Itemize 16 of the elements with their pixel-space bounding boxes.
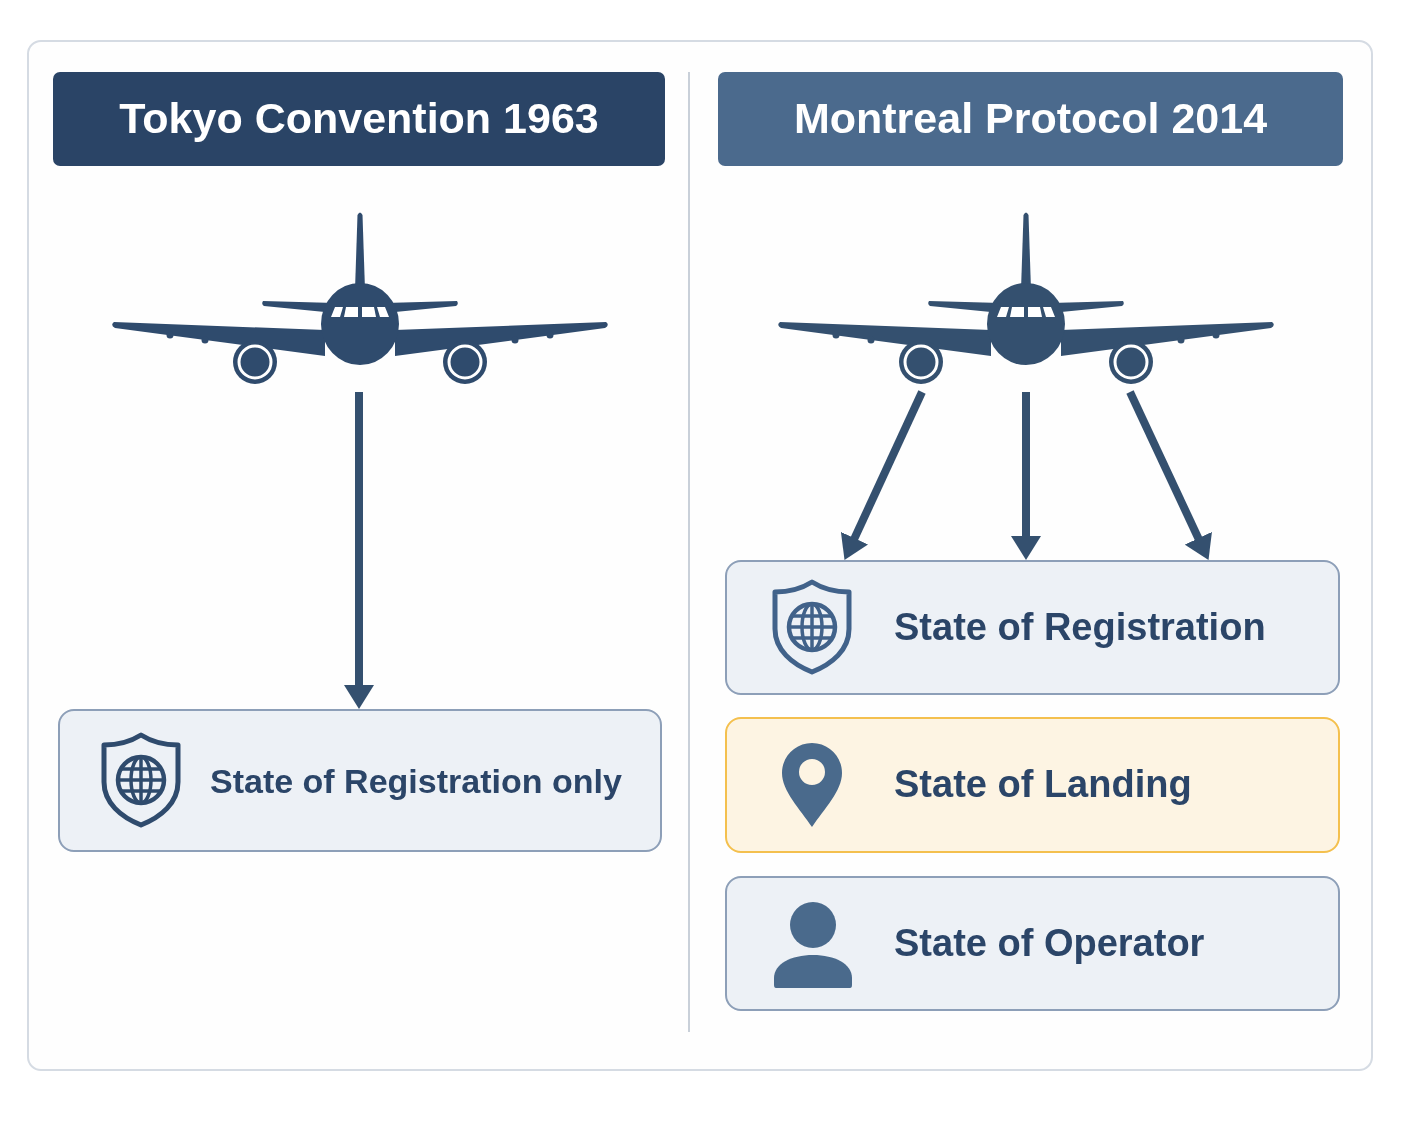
section-title: Montreal Protocol 2014 (793, 93, 1268, 145)
jurisdiction-label: State of Registration (894, 604, 1266, 650)
airplane-illustration (776, 210, 1276, 386)
header-banner (718, 72, 1343, 166)
jurisdiction-label: State of Registration only (210, 760, 622, 801)
header-banner (53, 72, 665, 166)
jurisdiction-card (725, 876, 1340, 1011)
arrow (1126, 390, 1213, 562)
jurisdiction-label: State of Landing (894, 762, 1192, 808)
jurisdiction-card (58, 709, 662, 852)
section-title: Tokyo Convention 1963 (119, 93, 599, 145)
arrow (840, 390, 926, 562)
jurisdiction-card (725, 560, 1340, 695)
jurisdiction-label: State of Operator (894, 920, 1205, 966)
airplane-illustration (110, 210, 610, 386)
jurisdiction-card (725, 717, 1340, 853)
